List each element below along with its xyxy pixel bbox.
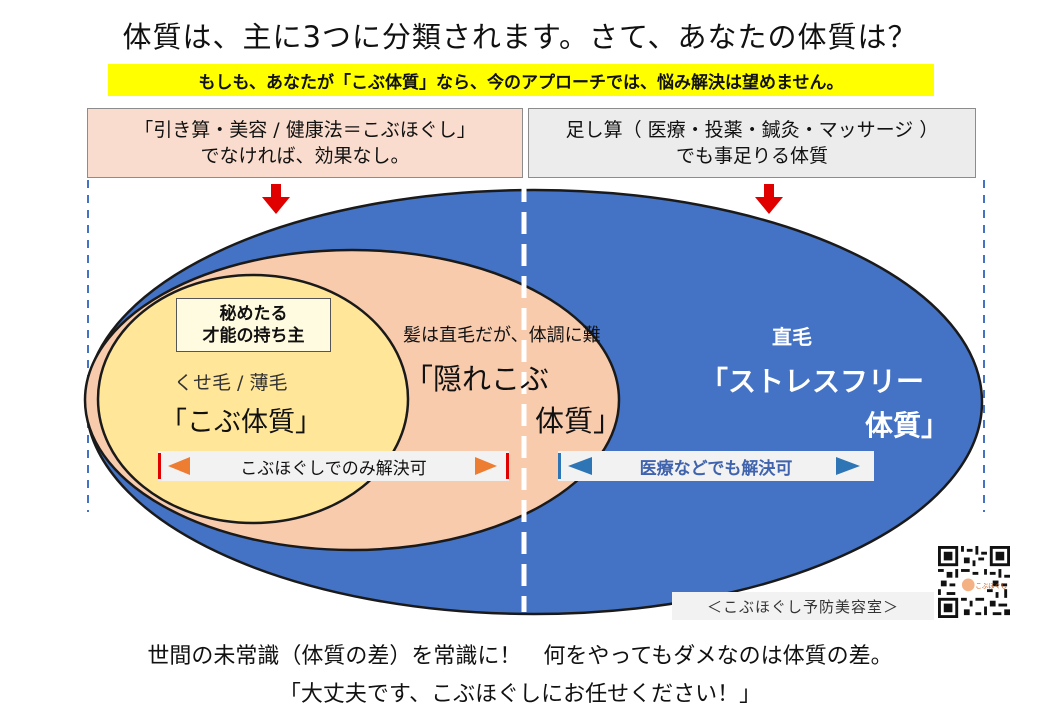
blue-bar-icon <box>558 453 561 479</box>
footer-line1: 世間の未常識（体質の差）を常識に！ 何をやってもダメなのは体質の差。 <box>147 644 893 669</box>
stress-free-label-line2: 体質」 <box>865 409 950 442</box>
orange-left-triangle-icon <box>168 457 190 475</box>
addition-method-box: 足し算（ 医療・投薬・鍼灸・マッサージ ） でも事足りる体質 <box>528 108 976 178</box>
kobu-constitution-label: 「こぶ体質」 <box>160 407 322 438</box>
subtitle-banner: もしも、あなたが「こぶ体質」なら、今のアプローチでは、悩み解決は望めません。 <box>108 64 934 96</box>
salon-name-caption: ＜こぶほぐし予防美容室＞ <box>672 592 934 620</box>
right-down-arrow-icon <box>755 184 783 214</box>
blue-left-triangle-icon <box>568 457 592 475</box>
medical-ok-text: 医療などでも解決可 <box>639 458 793 479</box>
hidden-talent-box: 秘めたる 才能の持ち主 <box>176 298 331 352</box>
blue-right-triangle-icon <box>836 457 860 475</box>
hidden-kobu-label-line2: 体質」 <box>535 404 623 438</box>
right-bar-icon <box>506 453 509 479</box>
qr-code-icon[interactable]: こぶほぐし <box>938 546 1010 618</box>
subtraction-method-box: 「引き算・美容 / 健康法＝こぶほぐし」 でなければ、効果なし。 <box>87 108 523 178</box>
kobu-only-banner: こぶほぐしでのみ解決可 <box>158 451 509 481</box>
qr-logo-dot-icon <box>961 578 975 592</box>
footer-line2: 「大丈夫です、こぶほぐしにお任せください！」 <box>278 682 762 707</box>
addition-box-line2: でも事足りる体質 <box>675 145 828 167</box>
straight-hair-label: 直毛 <box>772 325 812 349</box>
stress-free-label-line1: 「ストレスフリー <box>700 365 925 398</box>
medical-ok-banner: 医療などでも解決可 <box>558 451 874 481</box>
hidden-kobu-label-line1: 「隠れこぶ <box>404 362 550 396</box>
left-bar-icon <box>158 453 161 479</box>
qr-overlay-text: こぶほぐし <box>975 582 1007 590</box>
addition-box-line1: 足し算（ 医療・投薬・鍼灸・マッサージ ） <box>565 119 939 141</box>
hidden-talent-line2: 才能の持ち主 <box>202 326 305 346</box>
curly-hair-label: くせ毛 / 薄毛 <box>174 372 288 394</box>
hidden-kobu-description: 髪は直毛だが、体調に難 <box>403 325 601 346</box>
left-down-arrow-icon <box>262 184 290 214</box>
hidden-talent-line1: 秘めたる <box>219 304 288 324</box>
subtraction-box-line1: 「引き算・美容 / 健康法＝こぶほぐし」 <box>134 119 476 141</box>
kobu-only-text: こぶほぐしでのみ解決可 <box>240 458 427 479</box>
subtraction-box-line2: でなければ、効果なし。 <box>200 145 410 167</box>
orange-right-triangle-icon <box>475 457 497 475</box>
page-title: 体質は、主に3つに分類されます。さて、あなたの体質は？ <box>122 20 918 54</box>
